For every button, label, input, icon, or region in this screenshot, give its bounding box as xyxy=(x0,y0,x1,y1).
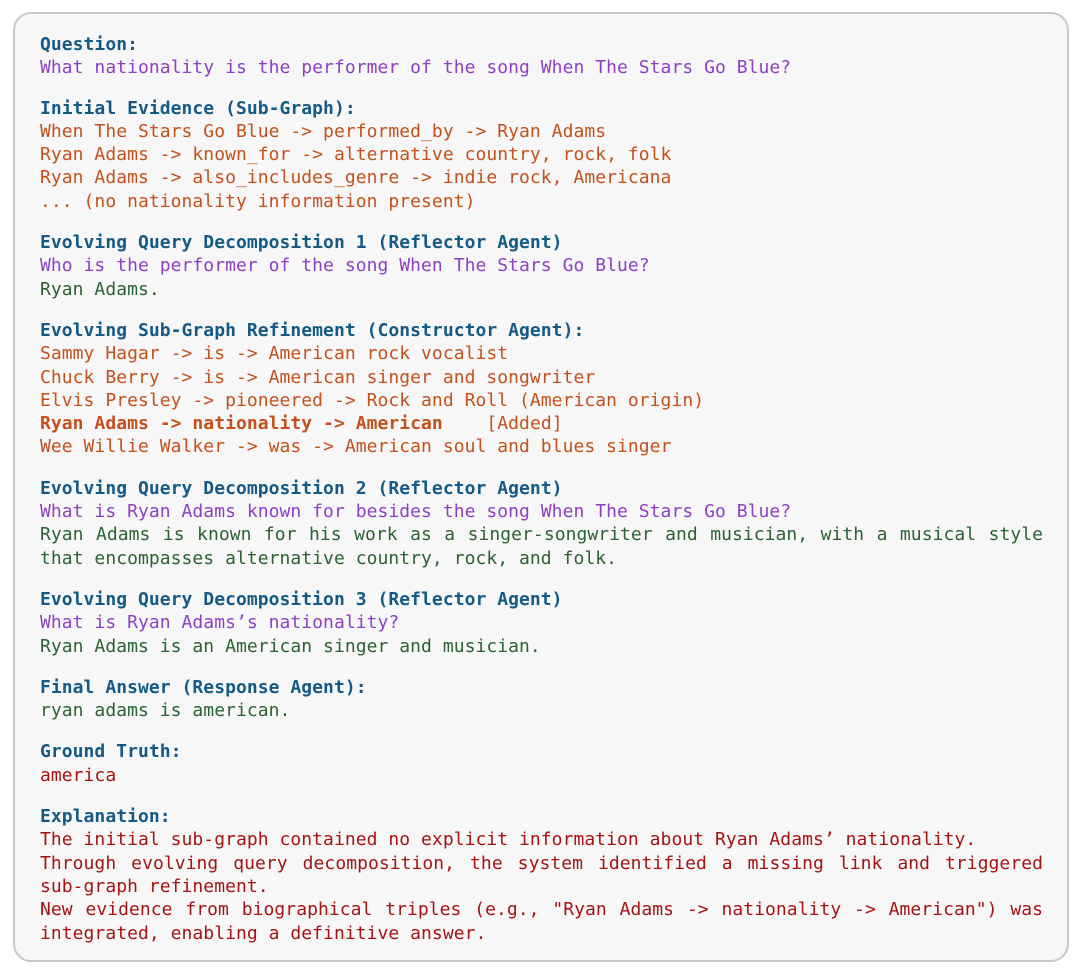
decomposition-2-section: Evolving Query Decomposition 2 (Reflecto… xyxy=(40,477,1043,570)
decomposition-1-heading: Evolving Query Decomposition 1 (Reflecto… xyxy=(40,232,563,254)
decomposition-3-section: Evolving Query Decomposition 3 (Reflecto… xyxy=(40,588,1043,658)
decomposition-2-question: What is Ryan Adams known for besides the… xyxy=(40,501,792,523)
evidence-note: ... (no nationality information present) xyxy=(40,190,476,212)
decomposition-2-answer: Ryan Adams is known for his work as a si… xyxy=(40,524,1043,569)
refinement-section: Evolving Sub-Graph Refinement (Construct… xyxy=(40,319,1043,459)
refinement-triple: Elvis Presley -> pioneered -> Rock and R… xyxy=(40,389,705,411)
final-answer-heading: Final Answer (Response Agent): xyxy=(40,676,367,698)
explanation-paragraph-3: New evidence from biographical triples (… xyxy=(40,899,1043,944)
final-answer-section: Final Answer (Response Agent): ryan adam… xyxy=(40,676,1043,723)
ground-truth-heading: Ground Truth: xyxy=(40,741,182,763)
question-heading: Question: xyxy=(40,34,138,55)
case-study-panel: Question: What nationality is the perfor… xyxy=(13,12,1069,962)
added-triple-line: Ryan Adams -> nationality -> American [A… xyxy=(40,412,1043,435)
ground-truth-text: america xyxy=(40,764,117,786)
ground-truth-section: Ground Truth: america xyxy=(40,740,1043,787)
initial-evidence-section: Initial Evidence (Sub-Graph): When The S… xyxy=(40,97,1043,213)
evidence-triple: Ryan Adams -> also_includes_genre -> ind… xyxy=(40,167,672,189)
decomposition-1-question: Who is the performer of the song When Th… xyxy=(40,255,650,277)
refinement-triple: Wee Willie Walker -> was -> American sou… xyxy=(40,436,672,458)
decomposition-3-question: What is Ryan Adams’s nationality? xyxy=(40,612,400,634)
decomposition-1-answer: Ryan Adams. xyxy=(40,278,160,300)
final-answer-text: ryan adams is american. xyxy=(40,700,291,722)
explanation-section: Explanation: The initial sub-graph conta… xyxy=(40,805,1043,945)
question-section: Question: What nationality is the perfor… xyxy=(40,33,1043,80)
explanation-heading: Explanation: xyxy=(40,806,171,828)
initial-evidence-heading: Initial Evidence (Sub-Graph): xyxy=(40,97,356,119)
explanation-paragraph-2: Through evolving query decomposition, th… xyxy=(40,852,1043,897)
added-triple: Ryan Adams -> nationality -> American xyxy=(40,413,443,435)
decomposition-3-answer: Ryan Adams is an American singer and mus… xyxy=(40,635,541,657)
refinement-heading: Evolving Sub-Graph Refinement (Construct… xyxy=(40,319,585,341)
added-tag: [Added] xyxy=(486,413,563,435)
evidence-triple: When The Stars Go Blue -> performed_by -… xyxy=(40,120,607,142)
decomposition-3-heading: Evolving Query Decomposition 3 (Reflecto… xyxy=(40,588,563,610)
evidence-triple: Ryan Adams -> known_for -> alternative c… xyxy=(40,144,672,166)
explanation-paragraph-1: The initial sub-graph contained no expli… xyxy=(40,829,977,851)
decomposition-1-section: Evolving Query Decomposition 1 (Reflecto… xyxy=(40,231,1043,301)
question-text: What nationality is the performer of the… xyxy=(40,57,792,79)
decomposition-2-heading: Evolving Query Decomposition 2 (Reflecto… xyxy=(40,477,563,499)
refinement-triple: Chuck Berry -> is -> American singer and… xyxy=(40,366,596,388)
refinement-triple: Sammy Hagar -> is -> American rock vocal… xyxy=(40,343,509,365)
